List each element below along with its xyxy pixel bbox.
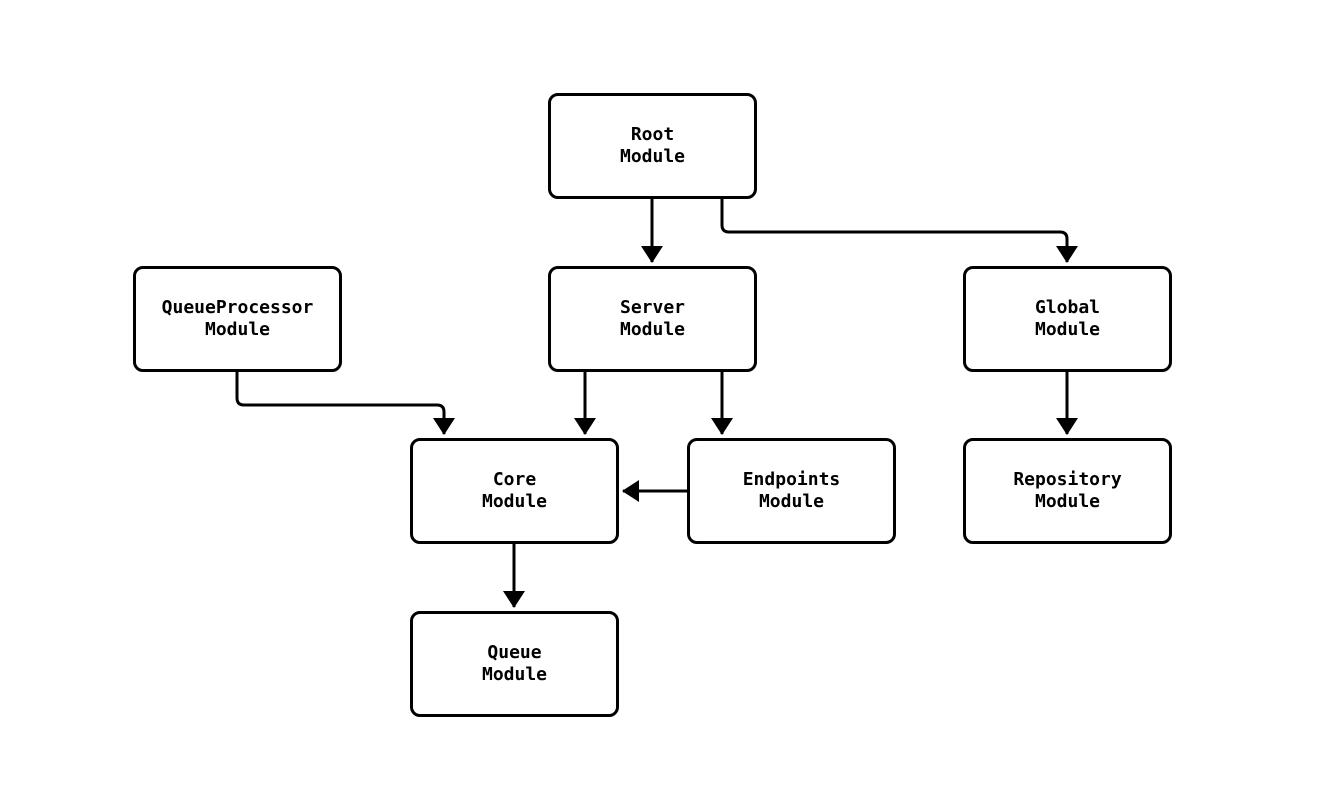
node-endpoints-module-label: Endpoints Module bbox=[742, 469, 841, 512]
node-root-module: Root Module bbox=[548, 93, 757, 199]
node-repository-module-label: Repository Module bbox=[1013, 469, 1122, 512]
node-root-module-label: Root Module bbox=[619, 124, 686, 167]
node-global-module: Global Module bbox=[963, 266, 1172, 372]
node-core-module-label: Core Module bbox=[481, 469, 548, 512]
node-queueprocessor-module: QueueProcessor Module bbox=[133, 266, 342, 372]
node-server-module-label: Server Module bbox=[619, 297, 686, 340]
node-queue-module: Queue Module bbox=[410, 611, 619, 717]
node-queueprocessor-module-label: QueueProcessor Module bbox=[161, 297, 314, 340]
node-repository-module: Repository Module bbox=[963, 438, 1172, 544]
edge-root-to-global bbox=[720, 198, 1078, 263]
node-server-module: Server Module bbox=[548, 266, 757, 372]
node-core-module: Core Module bbox=[410, 438, 619, 544]
edge-queueprocessor-to-core bbox=[235, 372, 455, 435]
node-endpoints-module: Endpoints Module bbox=[687, 438, 896, 544]
node-queue-module-label: Queue Module bbox=[481, 642, 548, 685]
node-global-module-label: Global Module bbox=[1034, 297, 1101, 340]
